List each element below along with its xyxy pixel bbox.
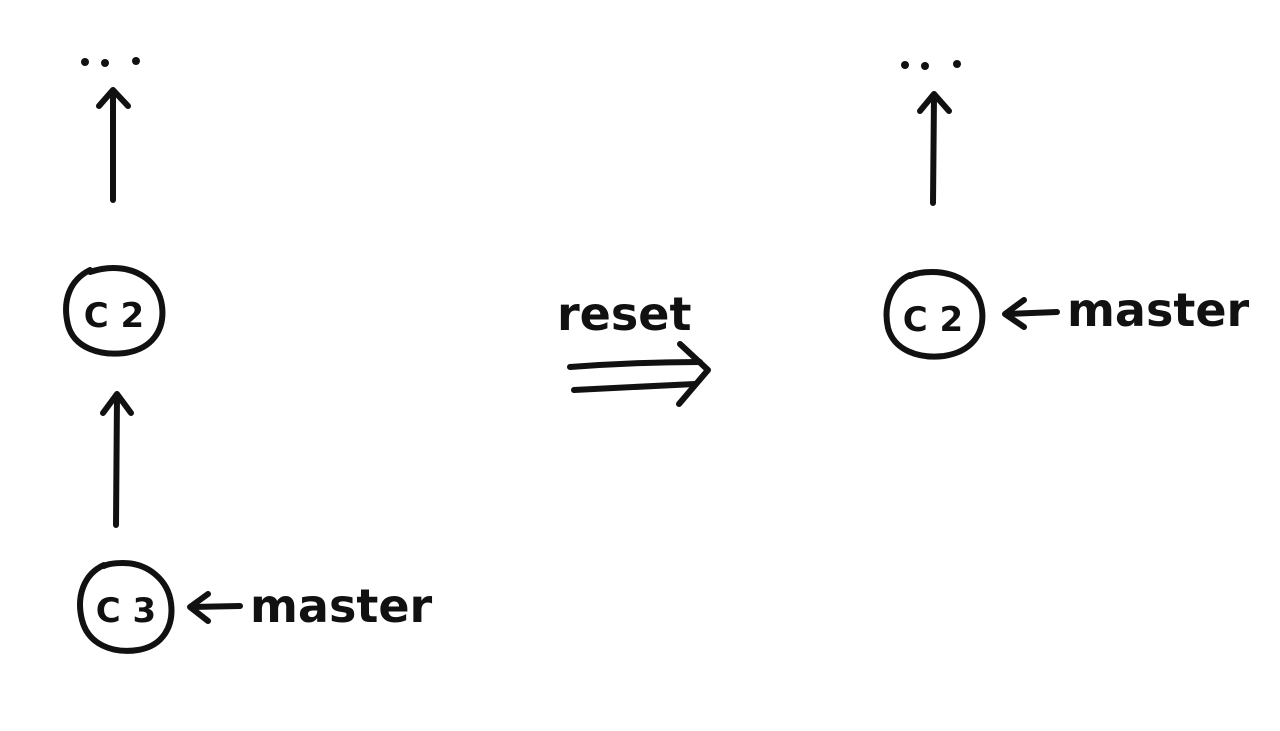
after-ellipsis [901, 60, 961, 70]
double-arrow-icon [567, 341, 711, 407]
before-commit-c3-label: C 3 [96, 591, 156, 631]
before-up-arrow-2 [100, 391, 134, 528]
before-ellipsis [81, 57, 140, 67]
after-branch-label: master [1067, 283, 1250, 337]
before-branch-pointer-arrow [187, 591, 243, 624]
after-branch-pointer-arrow [1002, 297, 1060, 330]
reset-operation: reset [557, 287, 711, 407]
after-commit-c2: C 2 [883, 269, 986, 360]
before-commit-c2: C 2 [63, 265, 166, 357]
before-commit-c3: C 3 [77, 560, 175, 654]
reset-label: reset [557, 287, 691, 341]
before-branch-label: master [250, 579, 433, 633]
after-commit-c2-label: C 2 [903, 300, 963, 340]
after-up-arrow [917, 91, 952, 206]
before-commit-c2-label: C 2 [84, 296, 144, 336]
before-state: C 2 C 3 master [63, 57, 433, 654]
before-up-arrow-1 [96, 87, 131, 203]
after-state: C 2 master [883, 60, 1250, 360]
